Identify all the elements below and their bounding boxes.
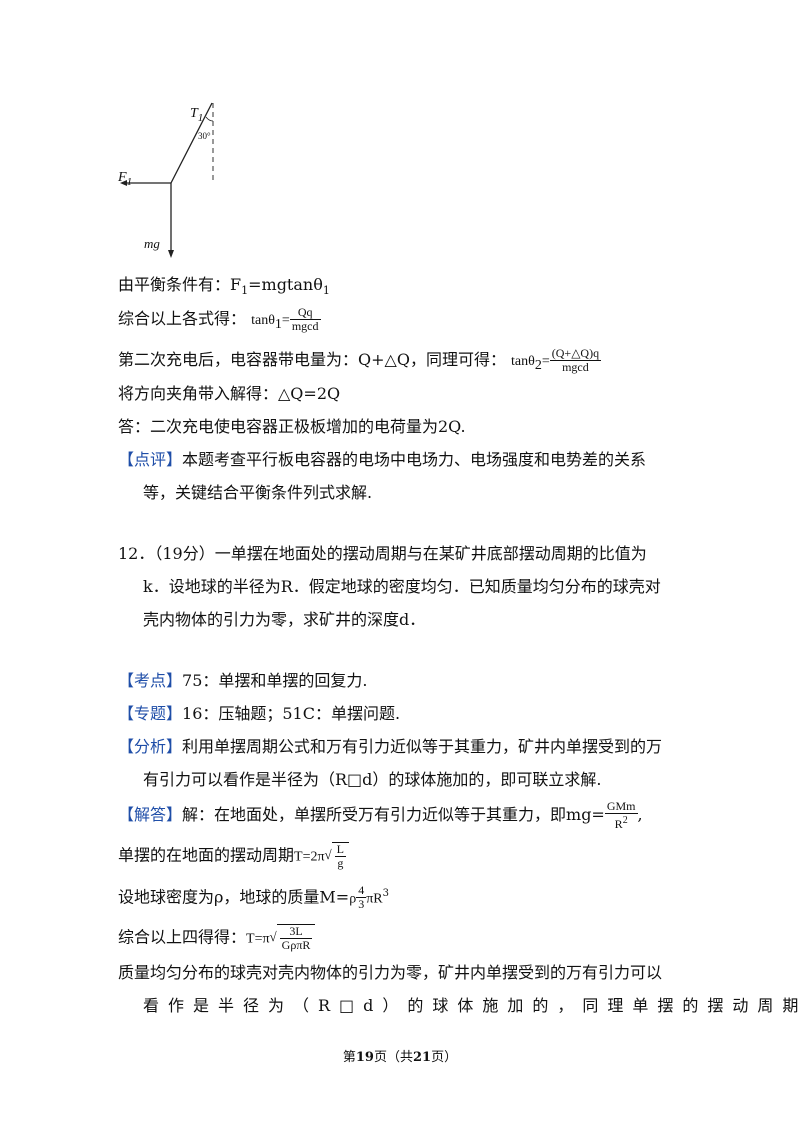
angle-arc [205,116,214,122]
question-12-line-1: 12．（19分）一单摆在地面处的摆动周期与在某矿井底部摆动周期的比值为 [118,544,647,563]
line-solve: 将方向夹角带入解得：△Q=2Q [118,384,341,403]
mg-arrow-head [168,250,174,258]
line-shell: 质量均匀分布的球壳对壳内物体的引力为零，矿井内单摆受到的万有引力可以 [118,963,663,982]
line-answer: 答：二次充电使电容器正极板增加的电荷量为2Q. [118,417,466,436]
line-equilibrium: 由平衡条件有：F1=mgtanθ1 [118,275,330,298]
line-comment: 【点评】本题考查平行板电容器的电场中电场力、电场强度和电势差的关系 [118,450,647,469]
line-shell-2: 看作是半径为（R□d）的球体施加的，同理单摆的摆动周期 [143,996,800,1015]
line-kaodian: 【考点】75：单摆和单摆的回复力. [118,671,368,690]
line-comment-2: 等，关键结合平衡条件列式求解. [143,483,373,502]
question-12-line-3: 壳内物体的引力为零，求矿井的深度d． [143,610,426,629]
page-footer: 第19页（共21页） [342,1050,458,1065]
line-zhuanti: 【专题】16：压轴题；51C：单摆问题. [118,704,401,723]
mg-label: mg [144,236,160,251]
line-fenxi: 【分析】利用单摆周期公式和万有引力近似等于其重力，矿井内单摆受到的万 [118,737,663,756]
question-12-line-2: k．设地球的半径为R．假定地球的密度均匀．已知质量均匀分布的球壳对 [143,577,661,596]
tension-line [170,102,213,184]
angle-label: 30° [198,131,211,141]
f1-label: F1 [118,170,133,188]
line-fenxi-2: 有引力可以看作是半径为（R□d）的球体施加的，即可联立求解. [143,770,602,789]
t1-label: T1 [190,106,204,124]
f1-arrow-head [120,180,127,186]
force-diagram [120,102,214,258]
